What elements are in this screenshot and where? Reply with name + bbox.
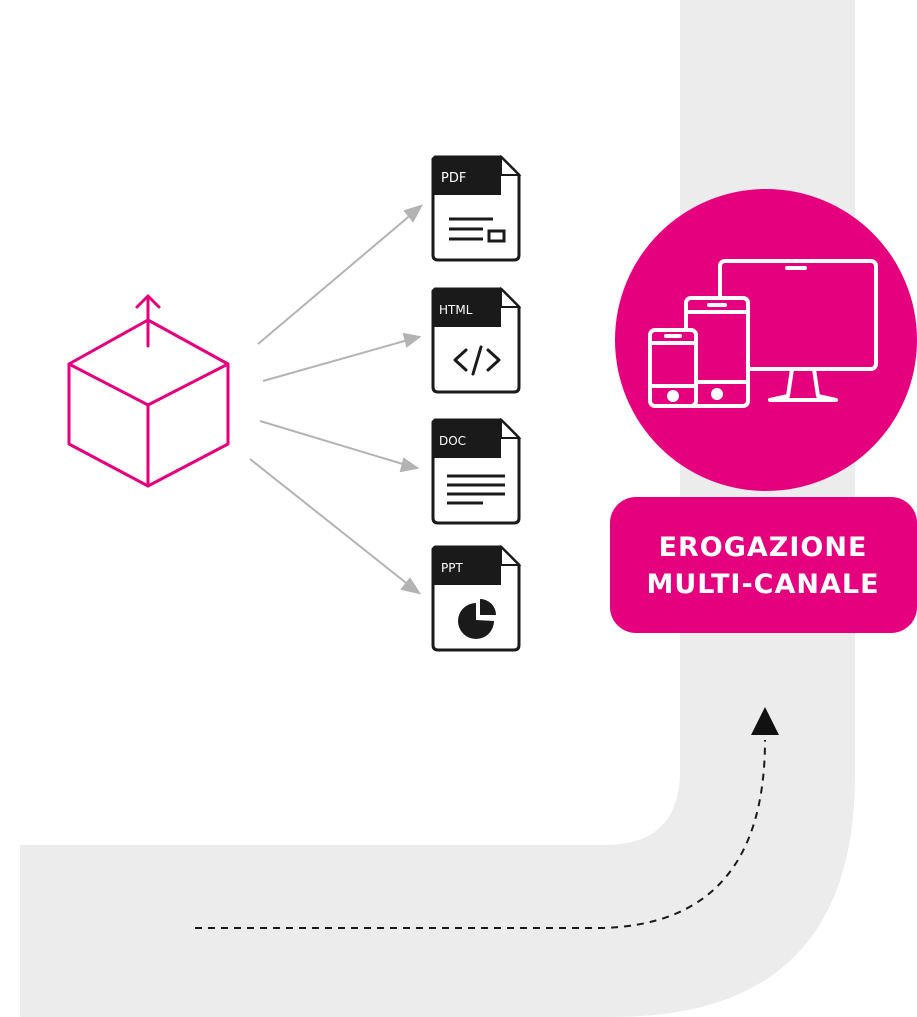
arrow-to-ppt — [249, 458, 422, 595]
multi-device-icon — [648, 259, 878, 408]
package-export-icon — [67, 294, 230, 488]
badge-line-2: MULTI-CANALE — [646, 569, 879, 600]
flow-arrowhead-icon — [751, 707, 779, 735]
html-file-icon: HTML — [431, 286, 522, 394]
arrow-to-pdf — [257, 204, 424, 345]
html-file-label: HTML — [439, 303, 473, 317]
pdf-file-icon: PDF — [431, 154, 522, 262]
channels-badge — [610, 497, 917, 633]
badge-line-1: EROGAZIONE — [659, 532, 868, 563]
arrow-to-html — [262, 332, 422, 382]
pdf-file-label: PDF — [441, 171, 466, 186]
arrow-to-doc — [259, 420, 420, 473]
channels-circle — [615, 189, 917, 491]
ppt-file-icon: PPT — [431, 544, 522, 652]
pie-chart-icon — [458, 599, 496, 639]
ppt-file-label: PPT — [441, 561, 463, 575]
doc-file-label: DOC — [439, 434, 466, 448]
distribution-arrows — [249, 204, 424, 595]
dashed-flow-path — [195, 739, 766, 929]
doc-file-icon: DOC — [431, 417, 522, 525]
